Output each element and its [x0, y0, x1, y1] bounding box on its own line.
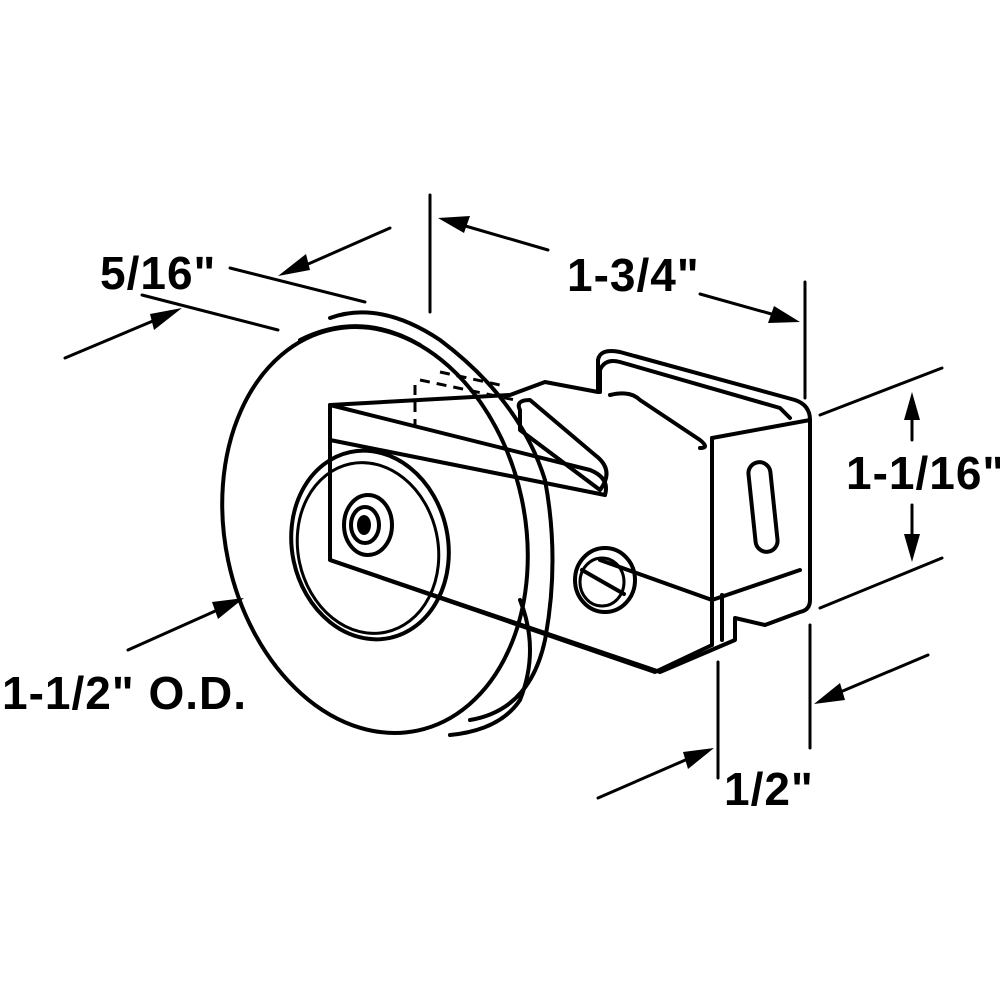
dim-depth-lines	[596, 623, 930, 800]
housing	[328, 349, 812, 674]
dim-length-lines	[428, 193, 807, 400]
dimension-label-overall-length: 1-3/4"	[567, 249, 700, 301]
dimension-label-wheel-width: 5/16"	[100, 247, 217, 299]
dim-od-lines	[126, 598, 244, 652]
dimension-label-housing-depth: 1/2"	[724, 763, 814, 815]
dim-height-lines	[818, 366, 944, 610]
hidden-edges	[413, 370, 516, 425]
dimension-label-wheel-diameter: 1-1/2" O.D.	[2, 667, 247, 719]
dim-width-lines	[63, 226, 392, 360]
dimension-label-housing-height: 1-1/16"	[846, 447, 1000, 499]
axle-plate	[328, 403, 714, 674]
